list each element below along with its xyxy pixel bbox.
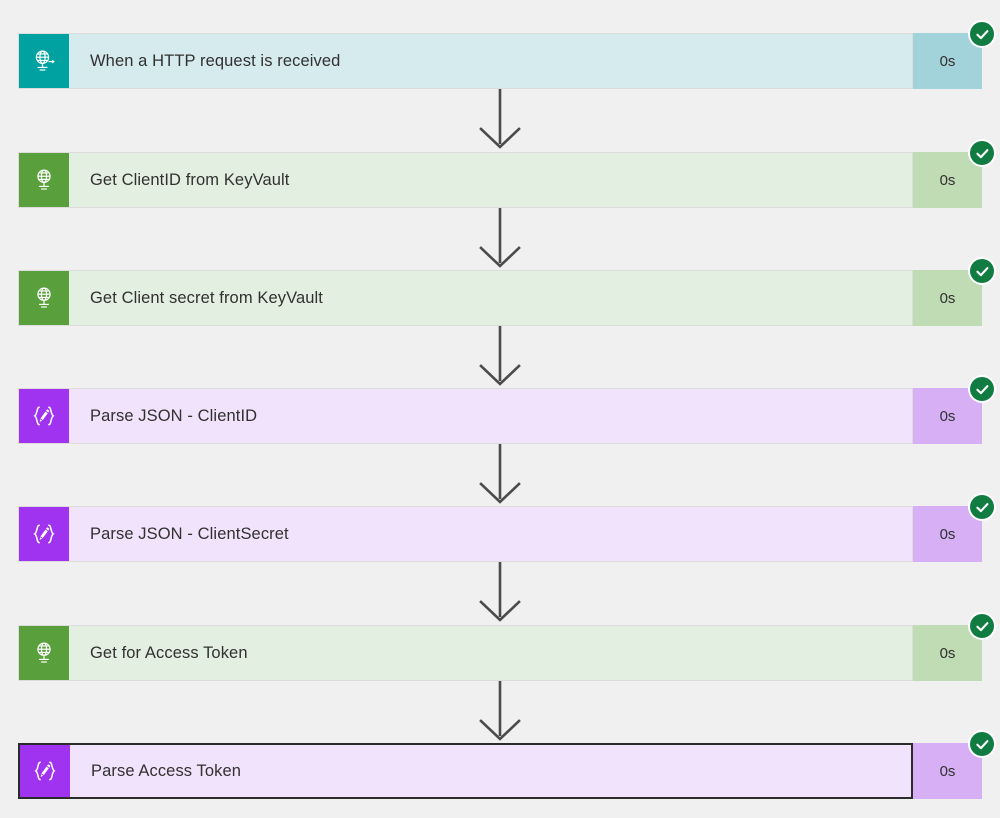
flow-connector-6 — [0, 681, 1000, 744]
status-badge — [968, 375, 996, 403]
check-circle-icon — [970, 377, 994, 401]
parse-json-braces-icon — [19, 507, 69, 561]
action-card[interactable]: Parse JSON - ClientSecret — [18, 506, 913, 562]
check-circle-icon — [970, 141, 994, 165]
check-circle-icon — [970, 614, 994, 638]
down-arrow-icon — [479, 681, 521, 741]
action-card[interactable]: Parse JSON - ClientID — [18, 388, 913, 444]
down-arrow-icon — [479, 89, 521, 149]
down-arrow-icon — [479, 326, 521, 386]
flow-connector-1 — [0, 89, 1000, 152]
action-title: Get ClientID from KeyVault — [69, 153, 912, 207]
down-arrow-icon — [479, 562, 521, 622]
status-badge — [968, 257, 996, 285]
action-title: Parse JSON - ClientSecret — [69, 507, 912, 561]
flow-connector-3 — [0, 326, 1000, 389]
action-card[interactable]: Get for Access Token — [18, 625, 913, 681]
flow-connector-5 — [0, 562, 1000, 625]
action-title: When a HTTP request is received — [69, 34, 912, 88]
http-globe-icon — [19, 271, 69, 325]
down-arrow-icon — [479, 208, 521, 268]
action-title: Get Client secret from KeyVault — [69, 271, 912, 325]
action-title: Parse Access Token — [70, 745, 911, 797]
flow-connector-4 — [0, 444, 1000, 507]
status-badge — [968, 612, 996, 640]
action-card[interactable]: Parse Access Token — [18, 743, 913, 799]
check-circle-icon — [970, 259, 994, 283]
action-card[interactable]: Get ClientID from KeyVault — [18, 152, 913, 208]
action-title: Parse JSON - ClientID — [69, 389, 912, 443]
status-badge — [968, 139, 996, 167]
flow-connector-2 — [0, 208, 1000, 271]
action-card[interactable]: Get Client secret from KeyVault — [18, 270, 913, 326]
action-card[interactable]: When a HTTP request is received — [18, 33, 913, 89]
status-badge — [968, 493, 996, 521]
check-circle-icon — [970, 495, 994, 519]
parse-json-braces-icon — [20, 745, 70, 797]
status-badge — [968, 20, 996, 48]
http-globe-icon — [19, 626, 69, 680]
check-circle-icon — [970, 22, 994, 46]
check-circle-icon — [970, 732, 994, 756]
http-request-trigger-icon — [19, 34, 69, 88]
http-globe-icon — [19, 153, 69, 207]
status-badge — [968, 730, 996, 758]
down-arrow-icon — [479, 444, 521, 504]
action-title: Get for Access Token — [69, 626, 912, 680]
parse-json-braces-icon — [19, 389, 69, 443]
